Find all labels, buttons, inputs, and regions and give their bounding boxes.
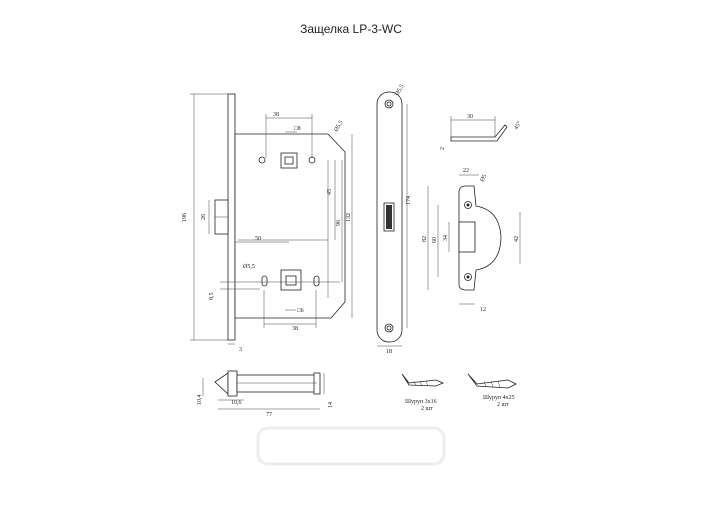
slot-hole-right [313, 275, 320, 287]
screw-large-label: Шуруп 4х25 [483, 395, 515, 401]
dim-hole-mid: Ø5,5 [243, 264, 255, 270]
dim-3: 3 [239, 347, 242, 353]
dim-45deg: 45° [513, 120, 524, 131]
lock-body-view: 196 26 38 □8 Ø5,5 45 96 132 50 Ø5,5 8,5 … [182, 93, 353, 353]
screw-4x25: Шуруп 4х25 2 шт [467, 373, 517, 408]
strike-bent-profile [450, 124, 508, 142]
dim-22: 22 [463, 168, 469, 174]
dim-26: 26 [201, 214, 207, 220]
dim-10-4: 10,4 [197, 395, 203, 406]
strike-front-view: 22 Ø5 82 60 34 42 12 [422, 168, 521, 313]
screw-large-qty: 2 шт [497, 402, 509, 408]
dim-82: 82 [422, 236, 428, 242]
dim-square-6: □6 [297, 308, 304, 314]
dim-10-6: 10,6 [231, 400, 242, 406]
dim-45: 45 [327, 189, 333, 195]
spindle-square-bottom [280, 269, 302, 291]
face-plate [227, 93, 236, 341]
dim-12: 12 [480, 307, 486, 313]
watermark-logo [256, 426, 446, 466]
dim-strike-hole: Ø5 [480, 174, 489, 183]
lock-case [234, 133, 346, 319]
latch-body [236, 374, 318, 393]
plate-hole-bottom [384, 323, 394, 333]
dim-18: 18 [386, 349, 392, 355]
latch-bottom-view: 10,4 10,6 77 14 [197, 370, 334, 418]
spindle-square-top [280, 152, 298, 169]
slot-hole-left [261, 275, 268, 287]
screw-small-qty: 2 шт [421, 406, 433, 412]
screw-small-label: Шуруп 3х16 [405, 399, 437, 405]
dim-132: 132 [346, 213, 352, 222]
dim-38-top: 38 [273, 112, 279, 118]
dim-8-5: 8,5 [209, 293, 215, 301]
strike-bent-view: 30 45° 2 [440, 114, 523, 150]
plate-hole-top [384, 99, 394, 109]
dim-96: 96 [336, 220, 342, 226]
drawing-title: Защелка LP-3-WC [300, 22, 402, 36]
dim-hole-top: Ø5,5 [334, 120, 345, 133]
latch-head [214, 372, 229, 395]
screw-3x16: Шуруп 3х16 2 шт [401, 373, 445, 412]
dim-30: 30 [467, 114, 473, 120]
dim-plate-hole: Ø5,5 [395, 84, 406, 97]
dim-60: 60 [432, 237, 438, 243]
face-plate-front-view: Ø5,5 174 18 [376, 84, 412, 355]
screw-small [401, 373, 445, 387]
strike-opening [458, 221, 476, 253]
dim-174: 174 [406, 196, 412, 205]
dim-196: 196 [182, 213, 188, 222]
dim-34: 34 [443, 235, 449, 241]
screw-large [467, 373, 517, 389]
dim-square-8: □8 [294, 126, 301, 132]
dim-77: 77 [266, 412, 272, 418]
dim-2: 2 [440, 147, 446, 150]
dim-50: 50 [255, 236, 261, 242]
dim-42: 42 [514, 236, 520, 242]
dim-14: 14 [328, 402, 334, 408]
strike-plate [458, 185, 502, 291]
dim-38-bottom: 38 [292, 326, 298, 332]
fixing-hole-top-left [258, 156, 266, 164]
